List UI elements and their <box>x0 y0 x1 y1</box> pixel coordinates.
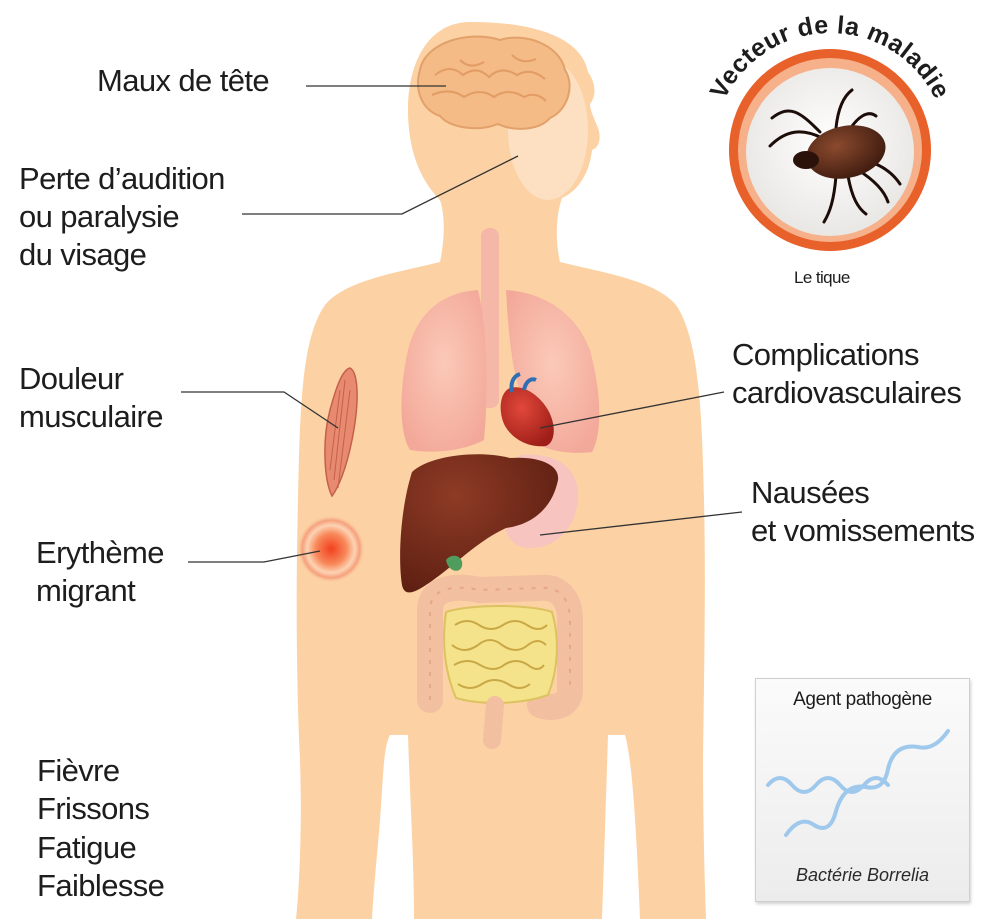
label-hearing-loss: Perte d’audition ou paralysie du visage <box>19 160 225 273</box>
label-erythema-line: migrant <box>36 572 164 610</box>
brain <box>418 37 570 129</box>
label-muscle-line: musculaire <box>19 398 163 436</box>
label-general-line: Fatigue <box>37 829 164 867</box>
label-hearing-line: du visage <box>19 236 225 274</box>
vector-badge: Vecteur de la maladie <box>705 11 956 251</box>
vector-caption: Le tique <box>794 268 850 288</box>
label-cardio-line: Complications <box>732 336 961 374</box>
label-cardio-line: cardiovasculaires <box>732 374 961 412</box>
rectum <box>492 705 495 740</box>
borrelia-bacteria-illustration <box>756 719 969 859</box>
small-intestine <box>444 606 557 703</box>
label-general-line: Fièvre <box>37 752 164 790</box>
bacterium-1 <box>768 778 888 792</box>
label-cardiovascular: Complications cardiovasculaires <box>732 336 961 412</box>
human-body-silhouette <box>296 22 706 919</box>
label-hearing-line: Perte d’audition <box>19 160 225 198</box>
label-erythema: Erythème migrant <box>36 534 164 610</box>
tick-head <box>793 151 819 169</box>
label-headache-line: Maux de tête <box>97 62 269 100</box>
label-headache: Maux de tête <box>97 62 269 100</box>
label-nausea: Nausées et vomissements <box>751 474 975 550</box>
pathogen-name: Bactérie Borrelia <box>756 865 969 886</box>
label-hearing-line: ou paralysie <box>19 198 225 236</box>
erythema-rash <box>297 515 365 583</box>
label-nausea-line: Nausées <box>751 474 975 512</box>
label-muscle-line: Douleur <box>19 360 163 398</box>
label-nausea-line: et vomissements <box>751 512 975 550</box>
label-erythema-line: Erythème <box>36 534 164 572</box>
pathogen-title: Agent pathogène <box>756 689 969 711</box>
pathogen-box: Agent pathogène Bactérie Borrelia <box>755 678 970 902</box>
label-general-symptoms: Fièvre Frissons Fatigue Faiblesse <box>37 752 164 906</box>
label-general-line: Faiblesse <box>37 867 164 905</box>
label-muscle-pain: Douleur musculaire <box>19 360 163 436</box>
label-general-line: Frissons <box>37 790 164 828</box>
